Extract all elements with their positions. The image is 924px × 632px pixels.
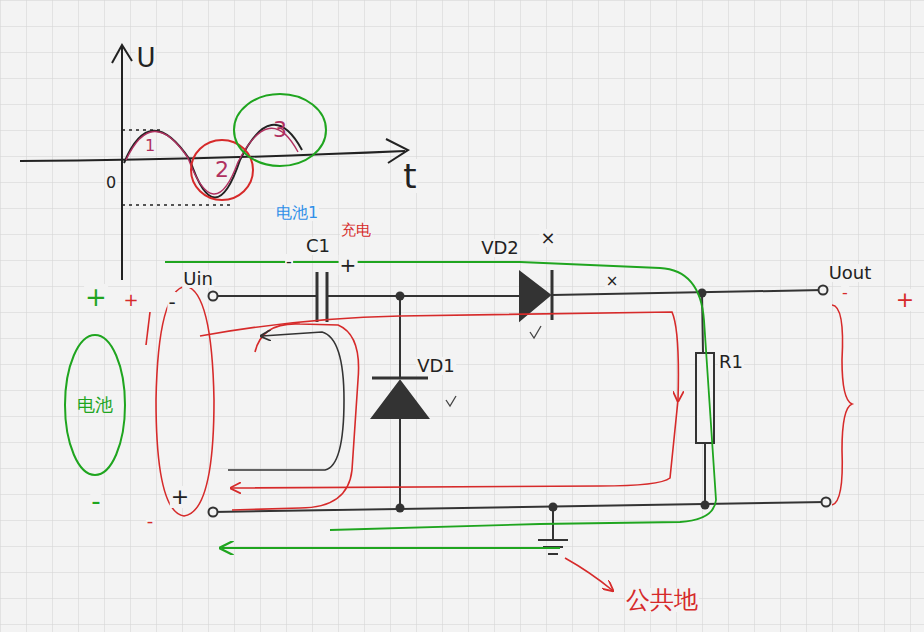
ground-lines [538, 540, 568, 554]
ellipse-shape [234, 94, 326, 166]
traced-wave [126, 128, 298, 194]
label-text: × [605, 274, 620, 289]
x-axis [20, 151, 405, 161]
red-annotations [146, 286, 852, 590]
return-arrow [222, 547, 560, 549]
junction-dots [396, 289, 710, 513]
label-text: + [895, 289, 915, 311]
top-wire [213, 290, 823, 296]
label-text: - [90, 488, 101, 514]
output-bracket [832, 305, 852, 505]
current-path [200, 312, 678, 400]
label-text: - [285, 254, 293, 270]
label-text: - [841, 285, 849, 301]
label-text: R1 [718, 353, 744, 371]
check-mark [446, 396, 456, 406]
junction-dot [396, 504, 405, 513]
terminal [209, 292, 218, 301]
annotation-ellipse: 3 [232, 92, 328, 168]
ellipse-shape [65, 335, 125, 475]
diode-bar [372, 377, 428, 380]
label-text: Uout [828, 264, 873, 282]
capacitor-symbol [317, 272, 327, 322]
circuit-wires [213, 290, 826, 540]
green-annotations [165, 262, 716, 548]
loop-vd1 [232, 324, 359, 510]
junction-dot [396, 292, 405, 301]
capacitor-plate [326, 272, 329, 322]
junction-dot [549, 503, 558, 512]
diode-bar [551, 270, 554, 320]
label-text: VD1 [416, 357, 456, 375]
annotation-ellipse: 电池 [63, 333, 127, 477]
waveform-graph [20, 45, 408, 280]
terminal-ellipse [156, 286, 214, 516]
node-text: 2 [215, 159, 229, 181]
ground-symbol [538, 540, 568, 554]
terminal [822, 498, 831, 507]
current-path [232, 400, 678, 488]
label-text: + [122, 291, 139, 309]
terminal [209, 508, 218, 517]
node-text: 3 [273, 119, 287, 141]
terminals [209, 286, 831, 517]
label-text: + [84, 284, 108, 310]
bottom-wire [213, 502, 826, 512]
diode-vd1-symbol [372, 378, 428, 418]
diode-triangle [520, 272, 550, 320]
label-text: - [146, 512, 155, 530]
label-text: 充电 [340, 223, 372, 238]
label-text: × [539, 229, 556, 247]
label-text: 0 [105, 175, 117, 191]
label-text: 公共地 [625, 588, 699, 612]
charge-loop [165, 262, 716, 530]
y-axis-arrow [112, 45, 132, 63]
check-marks [446, 326, 541, 406]
terminal [819, 286, 828, 295]
diode-triangle [372, 381, 428, 418]
label-text: U [135, 45, 156, 71]
label-text: 电池1 [275, 205, 319, 221]
ground-pointer [565, 558, 612, 590]
node-text: 电池 [77, 396, 113, 414]
junction-dot [701, 501, 710, 510]
discharge-loop [228, 332, 344, 470]
label-text: t [402, 159, 417, 193]
check-mark [530, 326, 541, 338]
label-text: C1 [305, 237, 331, 255]
label-text: + [170, 486, 190, 508]
label-text: - [167, 292, 176, 312]
label-text: + [339, 255, 358, 275]
annotation-ellipse: 2 [189, 138, 255, 202]
label-text: VD2 [480, 239, 520, 257]
label-text: 1 [144, 138, 156, 154]
label-text: Uin [182, 270, 214, 288]
capacitor-plate [316, 272, 319, 322]
y-axis [121, 45, 123, 280]
diode-vd2-symbol [520, 270, 552, 320]
pen-mark [146, 312, 150, 345]
ellipse-shape [191, 140, 253, 200]
